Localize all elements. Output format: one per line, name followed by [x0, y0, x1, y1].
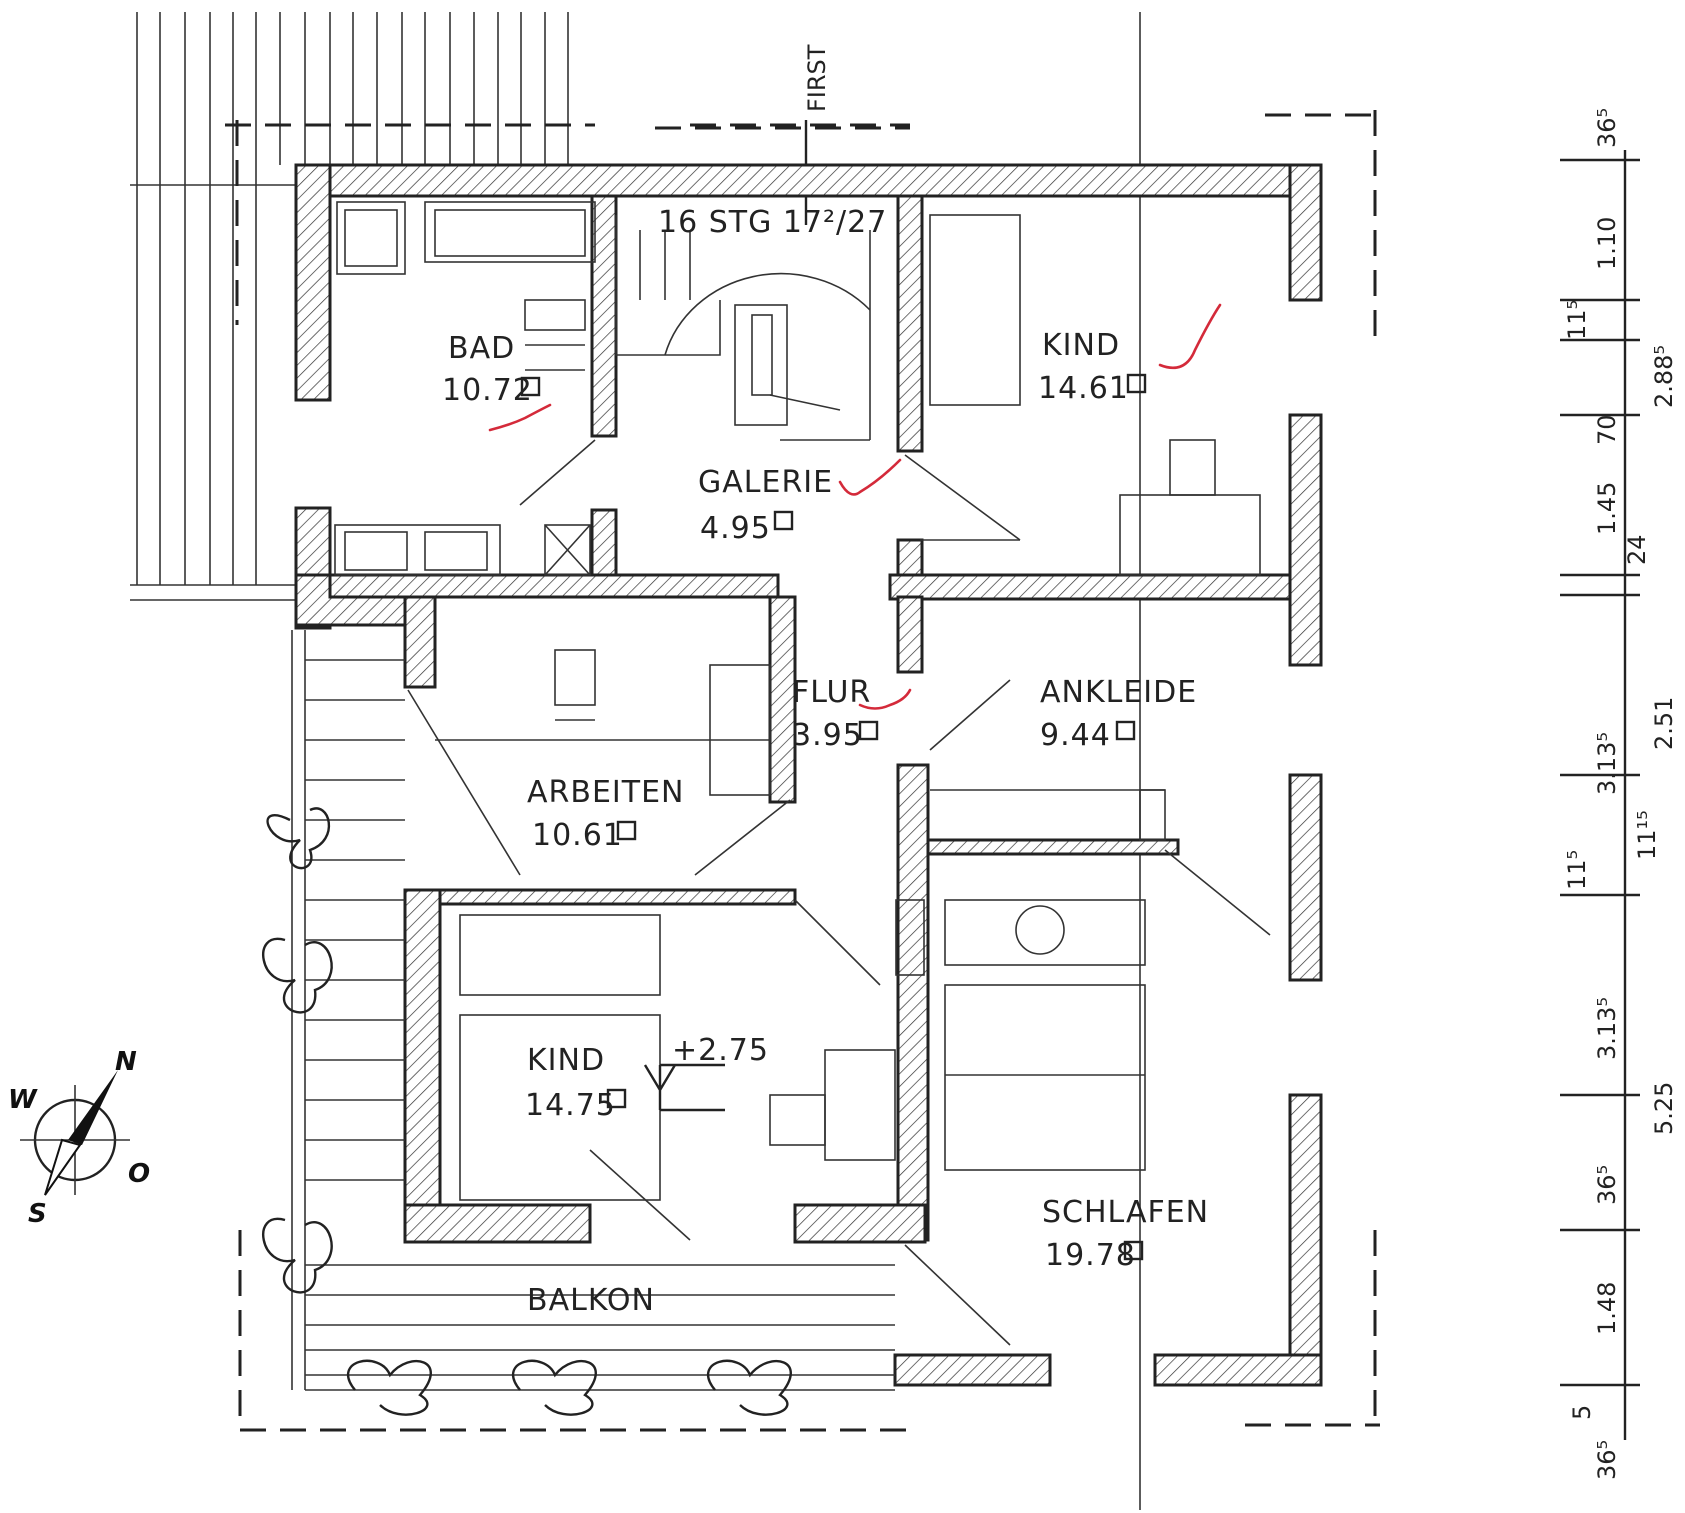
compass-o: O: [128, 1159, 150, 1189]
area-marker: [858, 720, 879, 741]
room-name-bad: BAD: [448, 331, 515, 366]
stair-label: 16 STG 17²/27: [658, 205, 887, 240]
ridge-line: FIRST: [655, 44, 910, 225]
dimension-label: 1.45: [1593, 482, 1621, 535]
room-name-flur: FLUR: [792, 675, 871, 710]
dimension-label: 11⁵: [1563, 300, 1591, 340]
check-marks: [488, 303, 1222, 710]
room-name-arbeiten: ARBEITEN: [527, 775, 684, 810]
dimension-label: 2.51: [1650, 697, 1678, 750]
first-label: FIRST: [803, 44, 831, 112]
area-marker: [616, 820, 637, 841]
dimension-label: 36⁵: [1593, 1440, 1621, 1480]
door-swings: [407, 439, 1271, 1346]
room-name-schlafen: SCHLAFEN: [1042, 1195, 1209, 1230]
dimension-label: 70: [1593, 414, 1621, 445]
level-marker-icon: [643, 1063, 725, 1112]
roof-outline-dashed: [225, 110, 1380, 1432]
dimension-label: 5: [1568, 1405, 1596, 1420]
compass-rose: N O S W: [8, 1047, 150, 1229]
dimension-label: 36⁵: [1593, 108, 1621, 148]
dimension-label: 36⁵: [1593, 1165, 1621, 1205]
room-area-bad: 10.72: [442, 373, 533, 408]
area-marker: [520, 376, 541, 397]
compass-needle-icon: [68, 1070, 118, 1145]
room-name-ankleide: ANKLEIDE: [1040, 675, 1197, 710]
dimension-label: 3.13⁵: [1593, 997, 1621, 1060]
dimension-label: 11¹⁵: [1633, 810, 1661, 860]
area-marker: [606, 1088, 627, 1109]
room-area-arbeiten: 10.61: [532, 818, 623, 853]
room-area-flur: 3.95: [792, 718, 863, 753]
dimension-label: 11⁵: [1563, 850, 1591, 890]
room-name-galerie: GALERIE: [698, 465, 833, 500]
compass-w: W: [8, 1085, 38, 1115]
dimension-label: 5.25: [1650, 1082, 1678, 1135]
dimension-label: 3.13⁵: [1593, 732, 1621, 795]
dimension-chain: 36⁵ 1.10 11⁵ 2.88⁵ 70 1.45 24 2.51 3.13⁵…: [1560, 108, 1678, 1480]
area-marker: [1126, 373, 1147, 394]
room-name-kind-bottom: KIND: [527, 1043, 605, 1078]
compass-s: S: [28, 1199, 47, 1229]
dimension-label: 1.48: [1593, 1282, 1621, 1335]
room-name-balkon: BALKON: [527, 1283, 655, 1318]
room-area-galerie: 4.95: [700, 511, 771, 546]
room-name-kind-top: KIND: [1042, 328, 1120, 363]
area-marker: [1123, 1240, 1144, 1261]
dimension-label: 24: [1623, 534, 1651, 565]
compass-n: N: [115, 1047, 137, 1077]
walls: [294, 163, 1323, 1387]
dimension-label: 2.88⁵: [1650, 345, 1678, 408]
room-area-schlafen: 19.78: [1045, 1238, 1136, 1273]
neighbour-roof-lines: [130, 12, 1141, 1510]
furniture: [334, 201, 1261, 1201]
area-marker: [773, 510, 794, 531]
level-label: +2.75: [672, 1033, 769, 1068]
plants: [262, 807, 792, 1416]
room-area-kind-top: 14.61: [1038, 371, 1129, 406]
dimension-label: 1.10: [1593, 217, 1621, 270]
room-labels: BAD 10.72 16 STG 17²/27 GALERIE 4.95 KIN…: [442, 205, 1209, 1318]
room-area-ankleide: 9.44: [1040, 718, 1111, 753]
area-marker: [1115, 720, 1136, 741]
room-area-kind-bottom: 14.75: [525, 1088, 616, 1123]
